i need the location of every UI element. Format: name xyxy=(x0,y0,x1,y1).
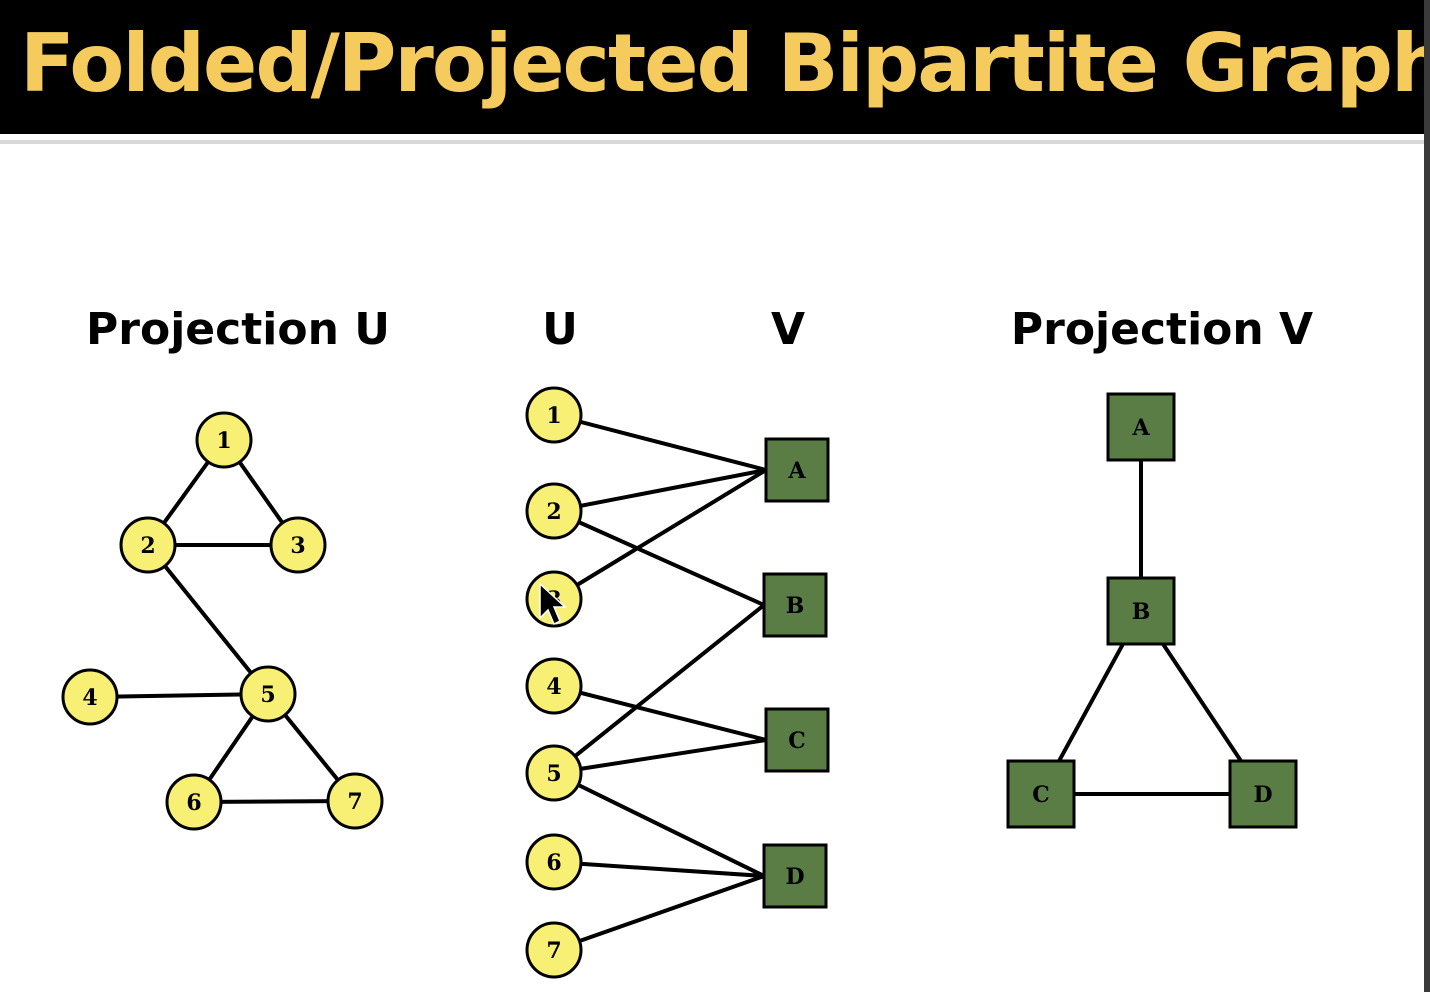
bipartite-v-node-C-square xyxy=(764,707,830,773)
bipartite-u-node-6-label: 6 xyxy=(546,850,561,876)
bipartite-edge-5-B xyxy=(552,603,766,775)
projection-u-node-4: 4 xyxy=(61,668,119,726)
bipartite-v-node-A-square xyxy=(764,437,830,503)
bipartite-u-node-5-circle xyxy=(525,744,583,802)
projection-v-node-B-square xyxy=(1106,576,1176,646)
nodes-layer: 12345671234567ABCDABCD xyxy=(61,386,1298,979)
projection-u-node-6: 6 xyxy=(165,773,223,831)
bipartite-v-node-C: C xyxy=(764,707,830,773)
projection-v-node-A-square xyxy=(1106,392,1176,462)
projection-u-node-4-label: 4 xyxy=(82,685,97,711)
bipartite-edge-5-C xyxy=(552,738,768,775)
window-edge xyxy=(1424,0,1430,992)
projection-u-node-2: 2 xyxy=(119,516,177,574)
bipartite-v-node-B-square xyxy=(762,572,828,638)
mouse-pointer-icon xyxy=(539,582,567,626)
projection-u-node-5-label: 5 xyxy=(260,682,275,708)
projection-v-node-A-label: A xyxy=(1131,415,1150,441)
title-bar: Folded/Projected Bipartite Graphs xyxy=(0,0,1430,134)
projection-v-node-B: B xyxy=(1106,576,1176,646)
projection-v-node-D-square xyxy=(1228,759,1298,829)
projection-u-node-1: 1 xyxy=(195,411,253,469)
headings-layer: Projection U U V Projection V xyxy=(86,304,1313,355)
bipartite-v-heading: V xyxy=(771,304,805,355)
bipartite-u-node-7: 7 xyxy=(525,921,583,979)
bipartite-u-node-2: 2 xyxy=(525,482,583,540)
bipartite-u-node-4-circle xyxy=(525,657,583,715)
bipartite-u-node-2-label: 2 xyxy=(546,499,561,525)
bipartite-u-node-5: 5 xyxy=(525,744,583,802)
projection-u-node-1-circle xyxy=(195,411,253,469)
projection-u-heading: Projection U xyxy=(86,304,390,355)
bipartite-v-node-C-label: C xyxy=(788,728,806,754)
bipartite-v-node-D-label: D xyxy=(785,864,804,890)
projection-u-node-2-label: 2 xyxy=(140,533,155,559)
projection-u-node-7-label: 7 xyxy=(347,789,362,815)
slide-title: Folded/Projected Bipartite Graphs xyxy=(20,17,1430,110)
bipartite-u-node-4: 4 xyxy=(525,657,583,715)
bipartite-u-node-4-label: 4 xyxy=(546,674,561,700)
bipartite-u-node-6: 6 xyxy=(525,833,583,891)
projection-u-node-5: 5 xyxy=(239,665,297,723)
projection-v-node-C-square xyxy=(1006,759,1076,829)
projection-v-node-D-label: D xyxy=(1253,782,1272,808)
projection-u-node-2-circle xyxy=(119,516,177,574)
projection-v-node-C: C xyxy=(1006,759,1076,829)
bipartite-v-node-D-square xyxy=(762,843,828,909)
projection-v-node-C-label: C xyxy=(1032,782,1050,808)
bipartite-edge-1-A xyxy=(552,413,768,472)
bipartite-u-node-2-circle xyxy=(525,482,583,540)
bipartite-edge-4-C xyxy=(552,684,768,742)
title-divider xyxy=(0,140,1424,144)
projection-v-node-B-label: B xyxy=(1132,599,1151,625)
bipartite-u-node-7-circle xyxy=(525,921,583,979)
bipartite-v-node-A-label: A xyxy=(787,458,806,484)
bipartite-u-node-1-label: 1 xyxy=(546,403,561,429)
projection-u-node-3-label: 3 xyxy=(290,533,305,559)
bipartite-edge-2-B xyxy=(552,509,766,607)
projection-u-node-5-circle xyxy=(239,665,297,723)
projection-u-node-3-circle xyxy=(269,516,327,574)
bipartite-u-node-7-label: 7 xyxy=(546,938,561,964)
bipartite-v-node-B-label: B xyxy=(786,593,805,619)
projection-u-node-4-circle xyxy=(61,668,119,726)
projection-u-node-6-circle xyxy=(165,773,223,831)
bipartite-edge-7-D xyxy=(552,874,766,952)
bipartite-edge-6-D xyxy=(552,860,766,878)
projection-v-heading: Projection V xyxy=(1011,304,1313,355)
bipartite-v-node-A: A xyxy=(764,437,830,503)
bipartite-u-heading: U xyxy=(542,304,578,355)
bipartite-u-node-1-circle xyxy=(525,386,583,444)
projection-u-node-7-circle xyxy=(326,772,384,830)
bipartite-u-node-5-label: 5 xyxy=(546,761,561,787)
bipartite-u-node-6-circle xyxy=(525,833,583,891)
bipartite-edge-5-D xyxy=(552,771,766,878)
bipartite-u-node-1: 1 xyxy=(525,386,583,444)
bipartite-v-node-B: B xyxy=(762,572,828,638)
projection-v-node-D: D xyxy=(1228,759,1298,829)
projection-u-node-3: 3 xyxy=(269,516,327,574)
bipartite-edge-2-A xyxy=(552,468,768,513)
projection-v-node-A: A xyxy=(1106,392,1176,462)
projection-u-node-1-label: 1 xyxy=(216,428,231,454)
projection-u-edge-4-5 xyxy=(88,692,270,699)
bipartite-v-node-D: D xyxy=(762,843,828,909)
projection-u-node-6-label: 6 xyxy=(186,790,201,816)
projection-u-node-7: 7 xyxy=(326,772,384,830)
bipartite-edge-3-A xyxy=(552,468,768,601)
projection-u-edge-2-5 xyxy=(146,543,270,696)
